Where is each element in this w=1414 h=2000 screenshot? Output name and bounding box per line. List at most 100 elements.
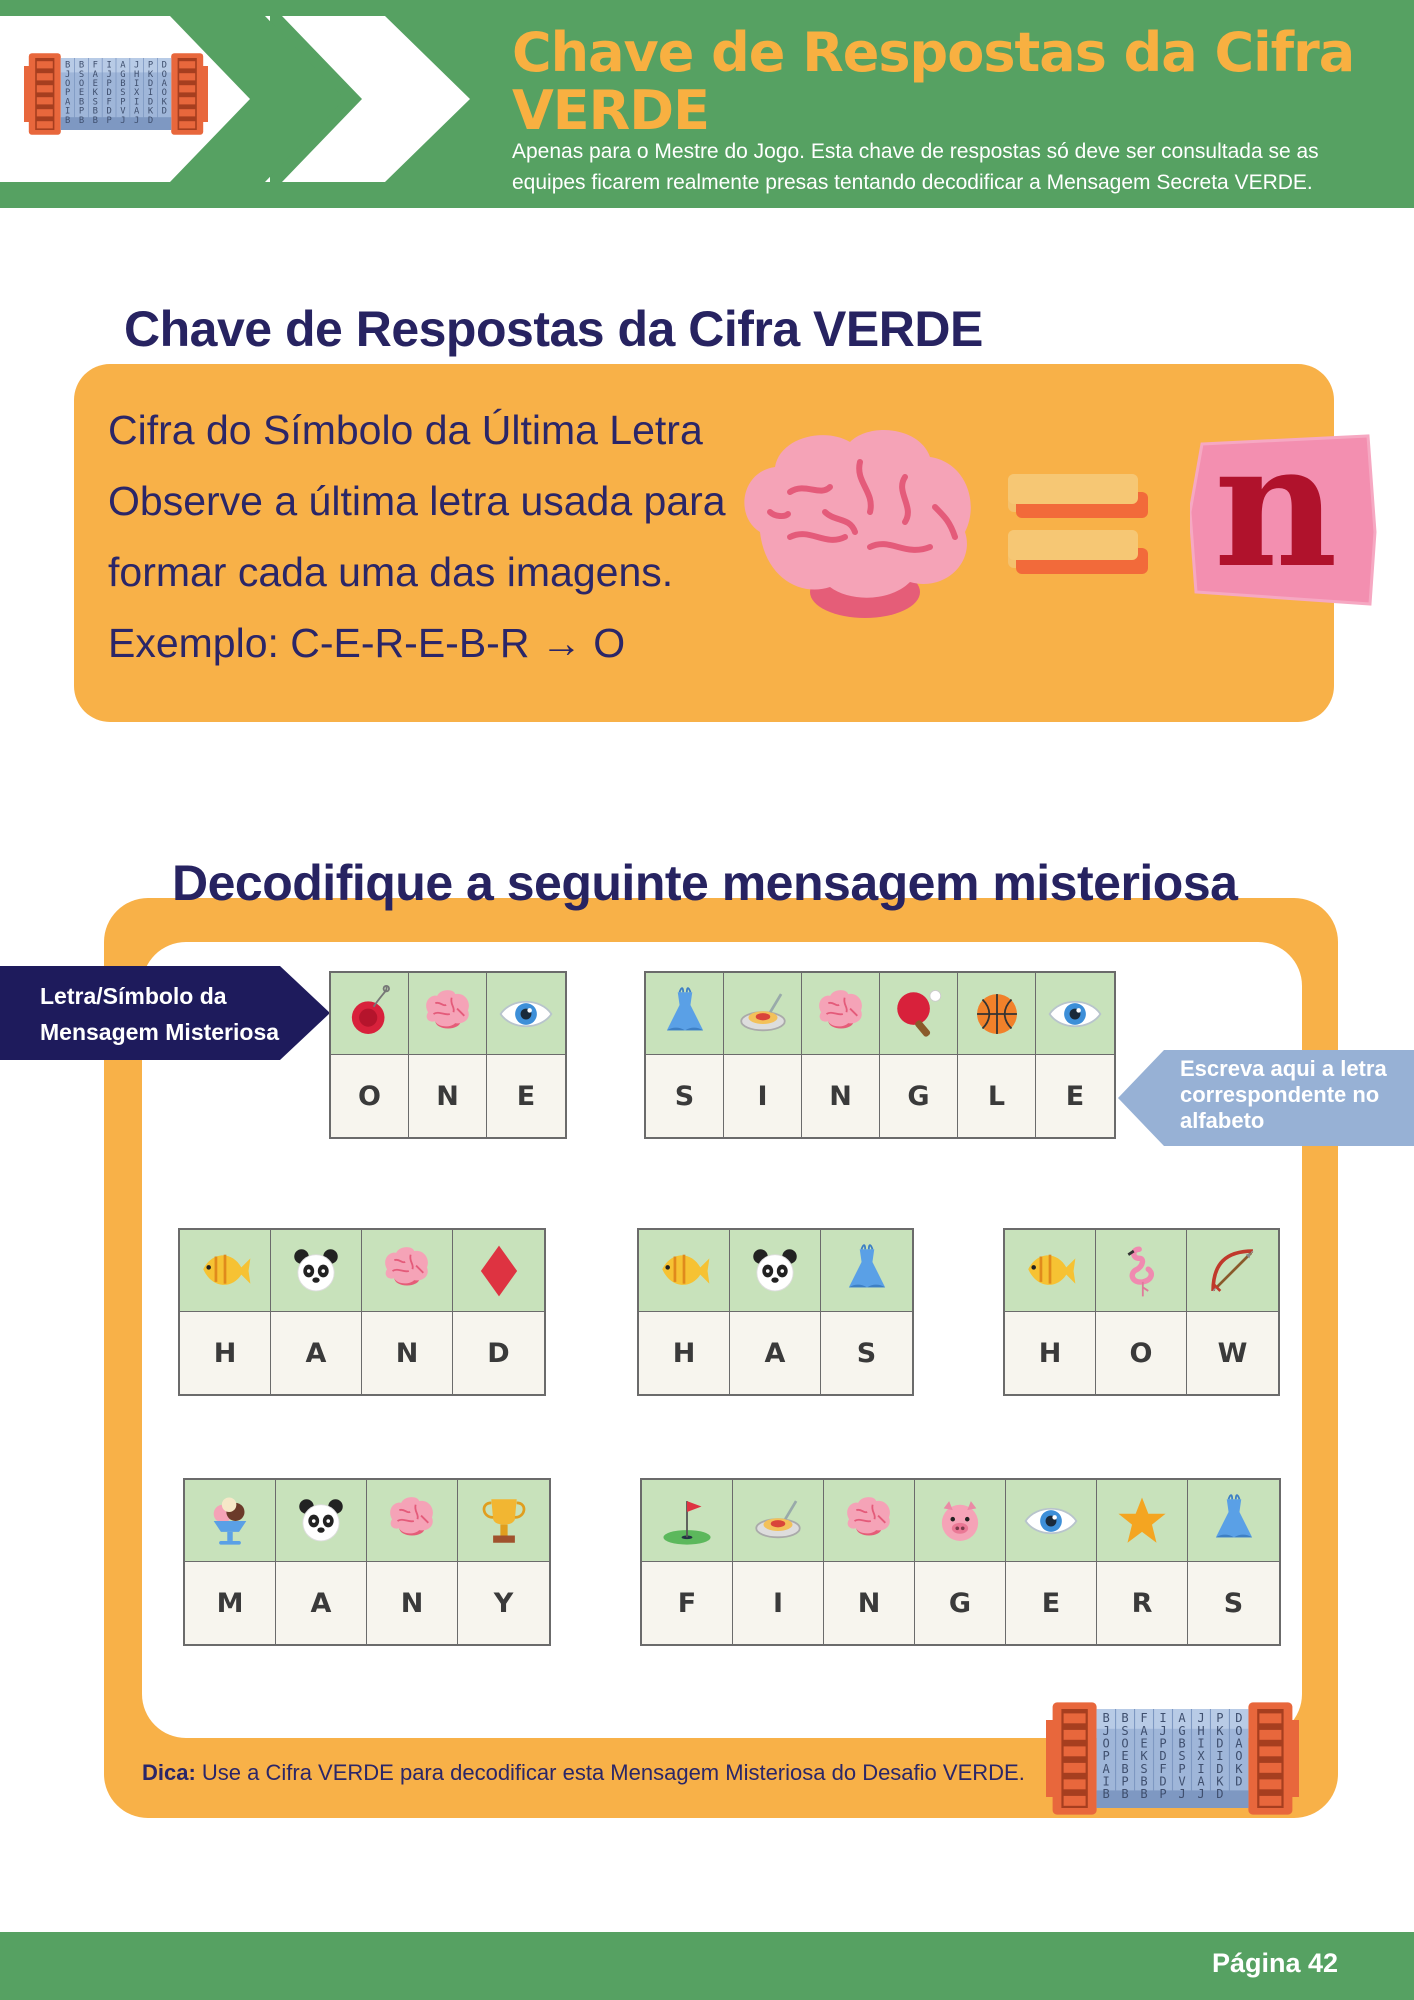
symbol-cell [646,973,723,1055]
svg-text:E: E [1121,1749,1128,1763]
svg-text:B: B [1121,1762,1128,1776]
svg-text:K: K [1235,1762,1243,1776]
svg-text:G: G [120,70,125,80]
label-arrow-shape [1118,1050,1414,1146]
trophy-icon [482,1498,525,1543]
symbol-cell [821,1230,912,1312]
eye-icon [1048,1000,1102,1027]
letter-cell: A [271,1312,361,1394]
svg-text:D: D [1235,1774,1242,1788]
word-cell: S [1188,1480,1279,1644]
symbol-cell [1188,1480,1279,1562]
svg-text:S: S [1140,1762,1147,1776]
svg-text:D: D [1216,1762,1223,1776]
word-cell: O [331,973,409,1137]
svg-text:E: E [93,79,98,89]
word-cell: E [1006,1480,1097,1644]
word-cell: E [487,973,565,1137]
word-cell: H [1005,1230,1096,1394]
svg-text:D: D [1235,1711,1242,1725]
svg-text:I: I [1102,1774,1109,1788]
eye-icon [1024,1507,1078,1534]
brain-icon [847,1496,890,1535]
letter-cell: E [1006,1562,1096,1644]
svg-text:D: D [148,97,153,107]
svg-text:A: A [1140,1724,1148,1738]
svg-text:B: B [65,61,70,71]
svg-text:J: J [134,116,139,126]
svg-text:P: P [1159,1787,1166,1801]
svg-text:O: O [1102,1737,1109,1751]
svg-text:I: I [106,61,111,71]
svg-text:K: K [148,70,154,80]
svg-text:D: D [106,88,111,98]
word-cell: S [646,973,724,1137]
letter-cell: N [362,1312,452,1394]
symbol-cell [880,973,957,1055]
svg-text:S: S [1178,1749,1185,1763]
symbol-cell [1187,1230,1278,1312]
footer-bar: Página 42 [0,1932,1414,2000]
svg-text:B: B [1121,1711,1128,1725]
fish-icon [203,1254,251,1285]
letter-cell: G [915,1562,1005,1644]
svg-text:B: B [1140,1774,1147,1788]
svg-text:P: P [1159,1737,1166,1751]
letter-cell: H [639,1312,729,1394]
hint-body: Use a Cifra VERDE para decodificar esta … [195,1760,1025,1785]
letter-cell: D [453,1312,544,1394]
svg-text:E: E [79,88,84,98]
brain-icon [390,1496,433,1535]
word-cell: N [362,1230,453,1394]
svg-text:J: J [1197,1787,1204,1801]
page-number: Página 42 [1211,1948,1338,1978]
brain-icon [385,1246,428,1285]
word-cell: G [915,1480,1006,1644]
panda-icon [299,1498,343,1541]
letter-cell: H [1005,1312,1095,1394]
svg-text:G: G [1178,1724,1185,1738]
symbol-cell [915,1480,1005,1562]
rule-line-3: formar cada uma das imagens. [108,549,674,595]
panda-icon [294,1248,338,1291]
svg-text:B: B [1102,1787,1109,1801]
svg-text:B: B [1140,1787,1147,1801]
symbol-cell [733,1480,823,1562]
symbol-cell [271,1230,361,1312]
page-title: Chave de Respostas da Cifra VERDE [512,21,1355,142]
word-cell: D [453,1230,544,1394]
svg-text:B: B [65,116,70,126]
word-cell: M [185,1480,276,1644]
letter-cell: N [367,1562,457,1644]
symbol-cell [1036,973,1114,1055]
rule-line-4: Exemplo: C-E-R-E-B-R → O [108,620,626,666]
svg-text:D: D [148,79,153,89]
svg-text:X: X [1197,1749,1205,1763]
svg-text:D: D [148,116,153,126]
letter-cell: A [730,1312,820,1394]
svg-text:O: O [1121,1737,1128,1751]
word-cell: N [802,973,880,1137]
ping-pong-icon [896,989,941,1037]
cipher-cylinder-graphic: BJOPAIBBSOEBPBFAEKSBBIJPDFDPAGBSPVJJHIXI… [1046,1702,1299,1815]
flamingo-icon [1127,1246,1154,1296]
svg-text:S: S [120,88,125,98]
svg-text:E: E [1140,1737,1147,1751]
word-cell: N [367,1480,458,1644]
svg-text:P: P [106,116,111,126]
svg-text:P: P [148,61,153,71]
symbol-row-label-text: Letra/Símbolo da Mensagem Misteriosa [40,983,280,1045]
svg-text:J: J [1197,1711,1204,1725]
svg-text:K: K [1140,1749,1148,1763]
letter-cell: N [824,1562,914,1644]
svg-text:I: I [1159,1711,1166,1725]
svg-text:K: K [93,88,99,98]
diamond-icon [480,1245,517,1296]
word-cell: W [1187,1230,1278,1394]
symbol-cell [1097,1480,1187,1562]
eye-icon [499,1000,553,1027]
